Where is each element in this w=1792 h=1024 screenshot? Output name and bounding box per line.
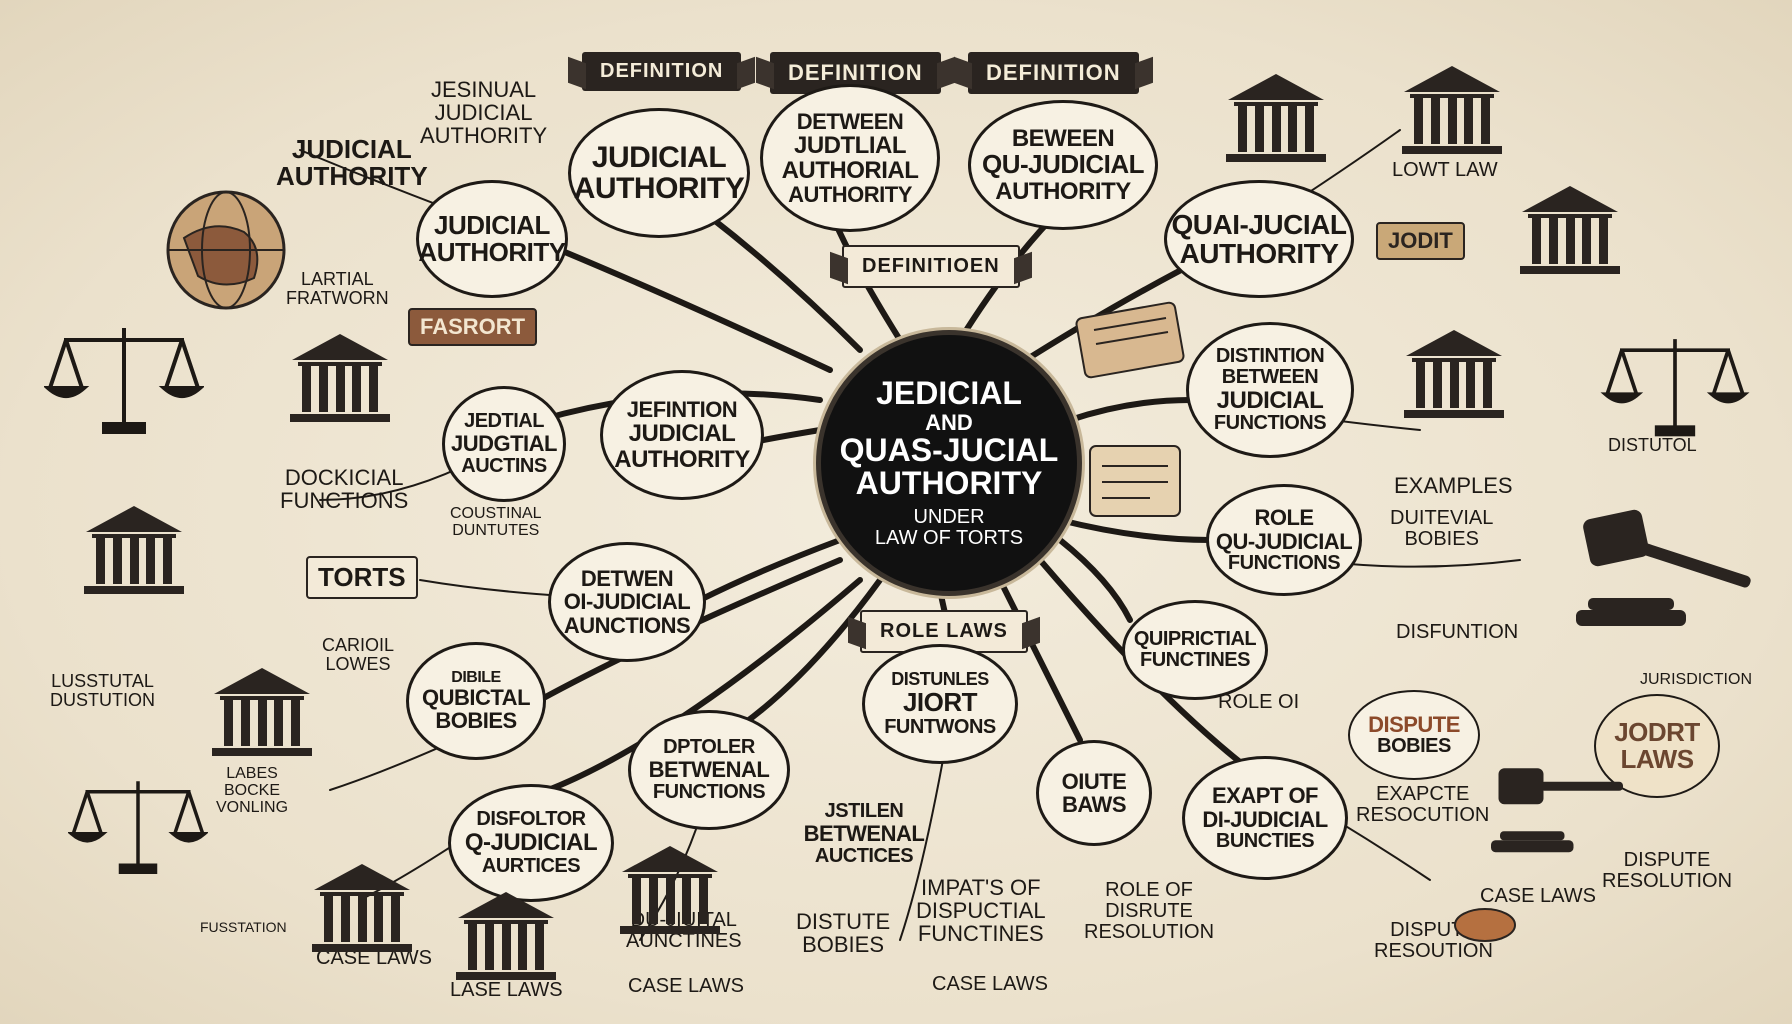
label-coustion-duntutes: COUSTINAL DUNTUTES bbox=[450, 505, 542, 539]
node-quipractial: QUIPRICTIAL FUNCTINES bbox=[1122, 600, 1268, 700]
gavel-icon bbox=[1491, 768, 1623, 853]
center-line-2: AND bbox=[925, 409, 973, 435]
label-jesinual: JESINUAL JUDICIAL AUTHORITY bbox=[420, 77, 548, 149]
label-case-laws-3: CASE LAWS bbox=[932, 973, 1048, 995]
link-to-role-qu bbox=[1057, 517, 1213, 543]
label-impacts: IMPAT'S OF DISPUCTIAL FUNCTINES bbox=[916, 875, 1046, 947]
node-judicial-authority-left: JUDICIAL AUTHORITY bbox=[416, 180, 568, 298]
node-oiute-baws: OIUTE BAWS bbox=[1036, 740, 1152, 846]
node-jedtial-judgtial: JEDTIAL JUDGTIAL AUCTINS bbox=[442, 386, 566, 502]
link-to-quipractial bbox=[1057, 537, 1133, 623]
label-lase-laws: LASE LAWS bbox=[450, 979, 563, 1001]
scales-icon bbox=[1600, 339, 1750, 437]
label-case-laws-1: CASE LAWS bbox=[316, 947, 432, 969]
node-dible-qubical: DIBILE QUBICTAL BOBIES bbox=[406, 642, 546, 760]
center-topic: JEDICIAL AND QUAS-JUCIAL AUTHORITY UNDER… bbox=[816, 330, 1082, 596]
label-dispute-resocution: DISPUTE RESOUTION bbox=[1374, 919, 1493, 962]
node-distintion-between: DISTINTION BETWEEN JUDICIAL FUNCTIONS bbox=[1186, 322, 1354, 458]
label-lase-bocke: LABES BOCKE VONLING bbox=[216, 765, 289, 816]
label-role-oi: ROLE OI bbox=[1218, 691, 1300, 713]
node-jodrt-laws: JODRT LAWS bbox=[1594, 694, 1720, 798]
label-examples: EXAMPLES bbox=[1394, 473, 1513, 498]
center-line-3: QUAS-JUCIAL bbox=[839, 431, 1059, 468]
node-between-judtial: DETWEEN JUDTLIAL AUTHORIAL AUTHORITY bbox=[760, 84, 940, 232]
node-dispute-bobies: DISPUTE BOBIES bbox=[1348, 690, 1480, 780]
center-line-1: JEDICIAL bbox=[876, 375, 1022, 412]
courthouse-icon bbox=[456, 892, 556, 980]
label-case-laws-4: CASE LAWS bbox=[1480, 885, 1596, 907]
node-exapt-of: EXAPT OF DI-JUDICIAL BUNCTIES bbox=[1182, 756, 1348, 880]
node-beween-qu-judicial: BEWEEN QU-JUDICIAL AUTHORITY bbox=[968, 100, 1158, 230]
label-distute-bobies: DISTUTE BOBIES bbox=[796, 909, 891, 958]
label-caroil-lowes: CARIOIL LOWES bbox=[322, 635, 395, 674]
node-judicial-authority-top: JUDICIAL AUTHORITY bbox=[568, 108, 750, 238]
tag-fasrort: FASRORT bbox=[408, 308, 538, 346]
label-lowt-law: LOWT LAW bbox=[1392, 159, 1498, 181]
label-judicial-authority-far: JUDICIAL AUTHORITY bbox=[276, 134, 428, 192]
courthouse-icon bbox=[620, 846, 720, 934]
label-lartial-fraworn: LARTIAL FRATWORN bbox=[286, 269, 389, 308]
banner-definition-right: DEFINITION bbox=[968, 52, 1139, 94]
node-jstilen-betwenal: JSTILEN BETWENAL AUCTICES bbox=[803, 800, 925, 867]
node-quai-jucial-authority: QUAI-JUCIAL AUTHORITY bbox=[1164, 180, 1354, 298]
link-to-distintion bbox=[1067, 397, 1193, 423]
globe-icon bbox=[166, 190, 286, 310]
gavel-icon bbox=[1576, 509, 1751, 626]
courthouse-icon bbox=[84, 506, 184, 594]
courthouse-icon bbox=[1404, 330, 1504, 418]
label-lusstutal-dustution: LUSSTUTAL DUSTUTION bbox=[50, 671, 155, 710]
label-duiteval-bobies: DUITEVIAL BOBIES bbox=[1390, 507, 1494, 550]
link-to-oiute bbox=[997, 577, 1083, 743]
center-line-4: AUTHORITY bbox=[855, 465, 1043, 502]
node-detwen-oi-judicial: DETWEN OI-JUDICIAL AUNCTIONS bbox=[548, 542, 706, 662]
label-role-of-disrute: ROLE OF DISRUTE RESOLUTION bbox=[1084, 879, 1215, 943]
courthouse-icon bbox=[290, 334, 390, 422]
label-fusstation: FUSSTATION bbox=[200, 919, 287, 935]
label-case-laws-2: CASE LAWS bbox=[628, 975, 744, 997]
node-disfoltor: DISFOLTOR Q-JUDICIAL AURTICES bbox=[448, 784, 614, 902]
node-jefintion-judicial: JEFINTION JUDICIAL AUTHORITY bbox=[600, 370, 764, 500]
courthouse-icon bbox=[1226, 74, 1326, 162]
center-line-5: UNDER bbox=[913, 505, 985, 528]
scales-icon bbox=[44, 328, 204, 434]
scales-icon bbox=[68, 781, 208, 874]
label-dockicial: DOCKICIAL FUNCTIONS bbox=[280, 465, 409, 514]
banner-definitioen: DEFINITIOEN bbox=[842, 245, 1020, 288]
courthouse-icon bbox=[212, 668, 312, 756]
label-dispute-resolution: DISPUTE RESOLUTION bbox=[1602, 849, 1733, 892]
node-dptoler-betwenal: DPTOLER BETWENAL FUNCTIONS bbox=[628, 710, 790, 830]
label-disfuntion: DISFUNTION bbox=[1396, 621, 1519, 643]
courthouse-icon bbox=[1402, 66, 1502, 154]
courthouse-icon bbox=[1520, 186, 1620, 274]
courthouse-icon bbox=[312, 864, 412, 952]
node-role-qu-judicial: ROLE QU-JUDICIAL FUNCTIONS bbox=[1206, 484, 1362, 596]
scroll-icon bbox=[1089, 445, 1181, 517]
tag-torts: TORTS bbox=[306, 556, 418, 599]
scroll-icon bbox=[1454, 908, 1516, 942]
label-distutol: DISTUTOL bbox=[1608, 435, 1697, 455]
tag-jodit: JODIT bbox=[1376, 222, 1465, 260]
label-exapcte-resocution: EXAPCTE RESOCUTION bbox=[1356, 783, 1490, 826]
scroll-icon bbox=[1075, 301, 1185, 379]
center-line-6: LAW OF TORTS bbox=[874, 526, 1024, 549]
link-to-detwen bbox=[697, 537, 843, 603]
banner-definition-mid: DEFINITION bbox=[770, 52, 941, 94]
link-to-judicial-left bbox=[557, 247, 833, 373]
node-distunles-jiort: DISTUNLES JIORT FUNTWONS bbox=[862, 644, 1018, 764]
banner-definition-left: DEFINITION bbox=[582, 52, 742, 91]
label-jurisdiction: JURISDICTION bbox=[1640, 671, 1752, 688]
